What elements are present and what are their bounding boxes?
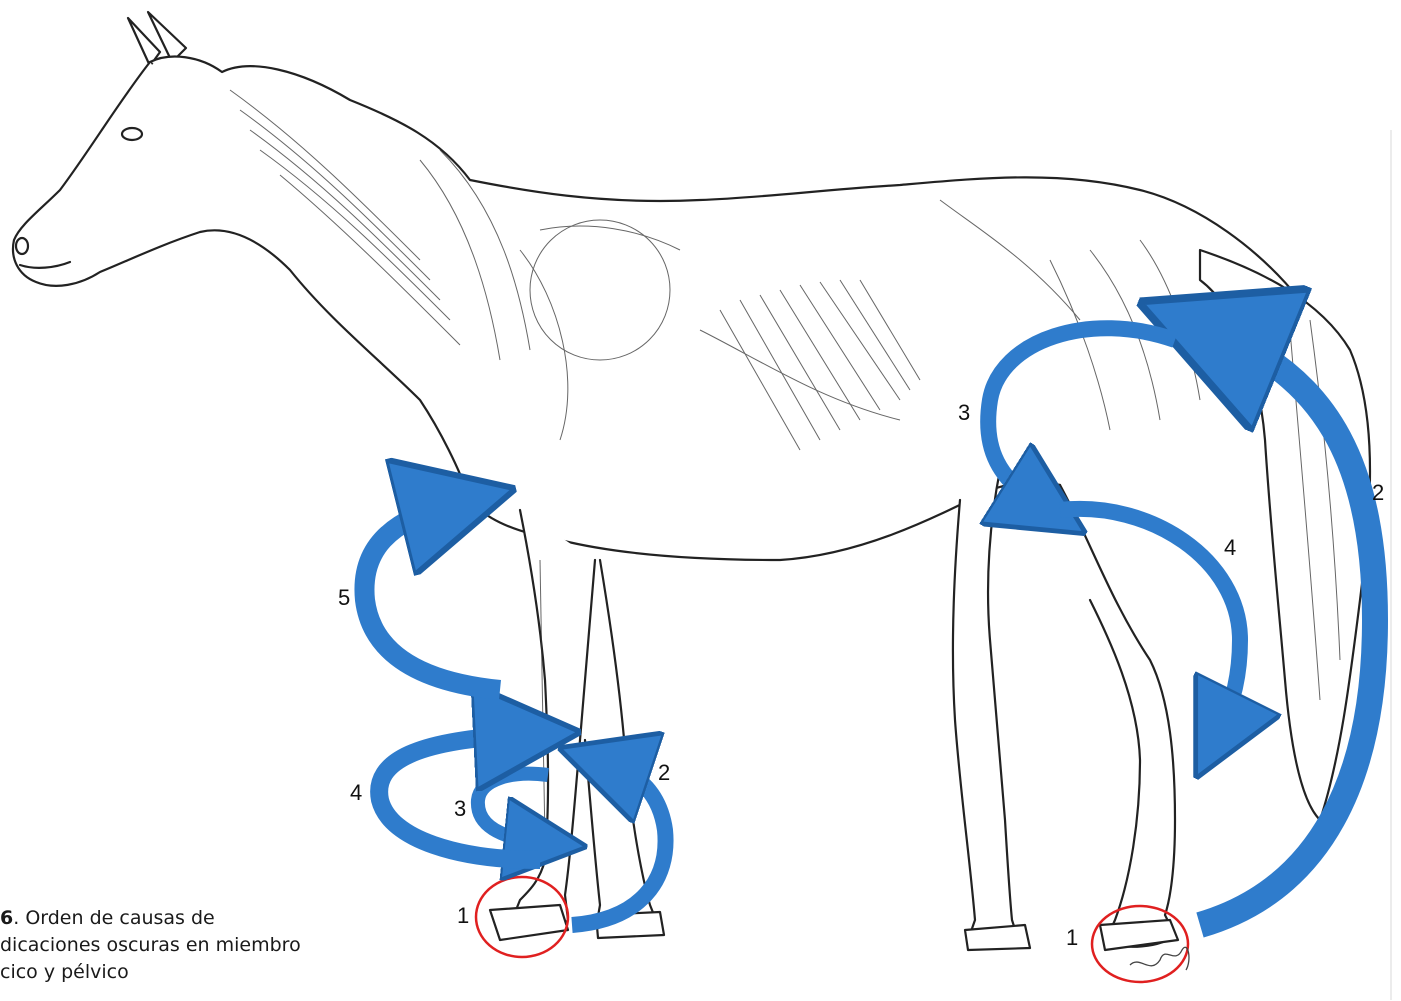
- label-hind-1: 1: [1066, 925, 1078, 950]
- label-fore-5: 5: [338, 585, 350, 610]
- figure-caption: 6. Orden de causas de dicaciones oscuras…: [0, 905, 360, 986]
- figure-caption-text: . Orden de causas de dicaciones oscuras …: [0, 907, 301, 983]
- label-fore-1: 1: [457, 903, 469, 928]
- arrows: [364, 328, 1375, 925]
- label-hind-2: 2: [1372, 480, 1384, 505]
- horse-illustration: [13, 12, 1370, 950]
- label-hind-3: 3: [958, 400, 970, 425]
- label-fore-3: 3: [454, 796, 466, 821]
- label-hind-4: 4: [1224, 535, 1236, 560]
- label-fore-4: 4: [350, 780, 362, 805]
- page-edge-line: [1390, 130, 1392, 1000]
- curved-arrow-icon: [988, 328, 1175, 505]
- curved-arrow-icon: [364, 505, 500, 690]
- figure-caption-number: 6: [0, 907, 13, 929]
- label-fore-2: 2: [658, 760, 670, 785]
- curved-arrow-icon: [478, 774, 548, 842]
